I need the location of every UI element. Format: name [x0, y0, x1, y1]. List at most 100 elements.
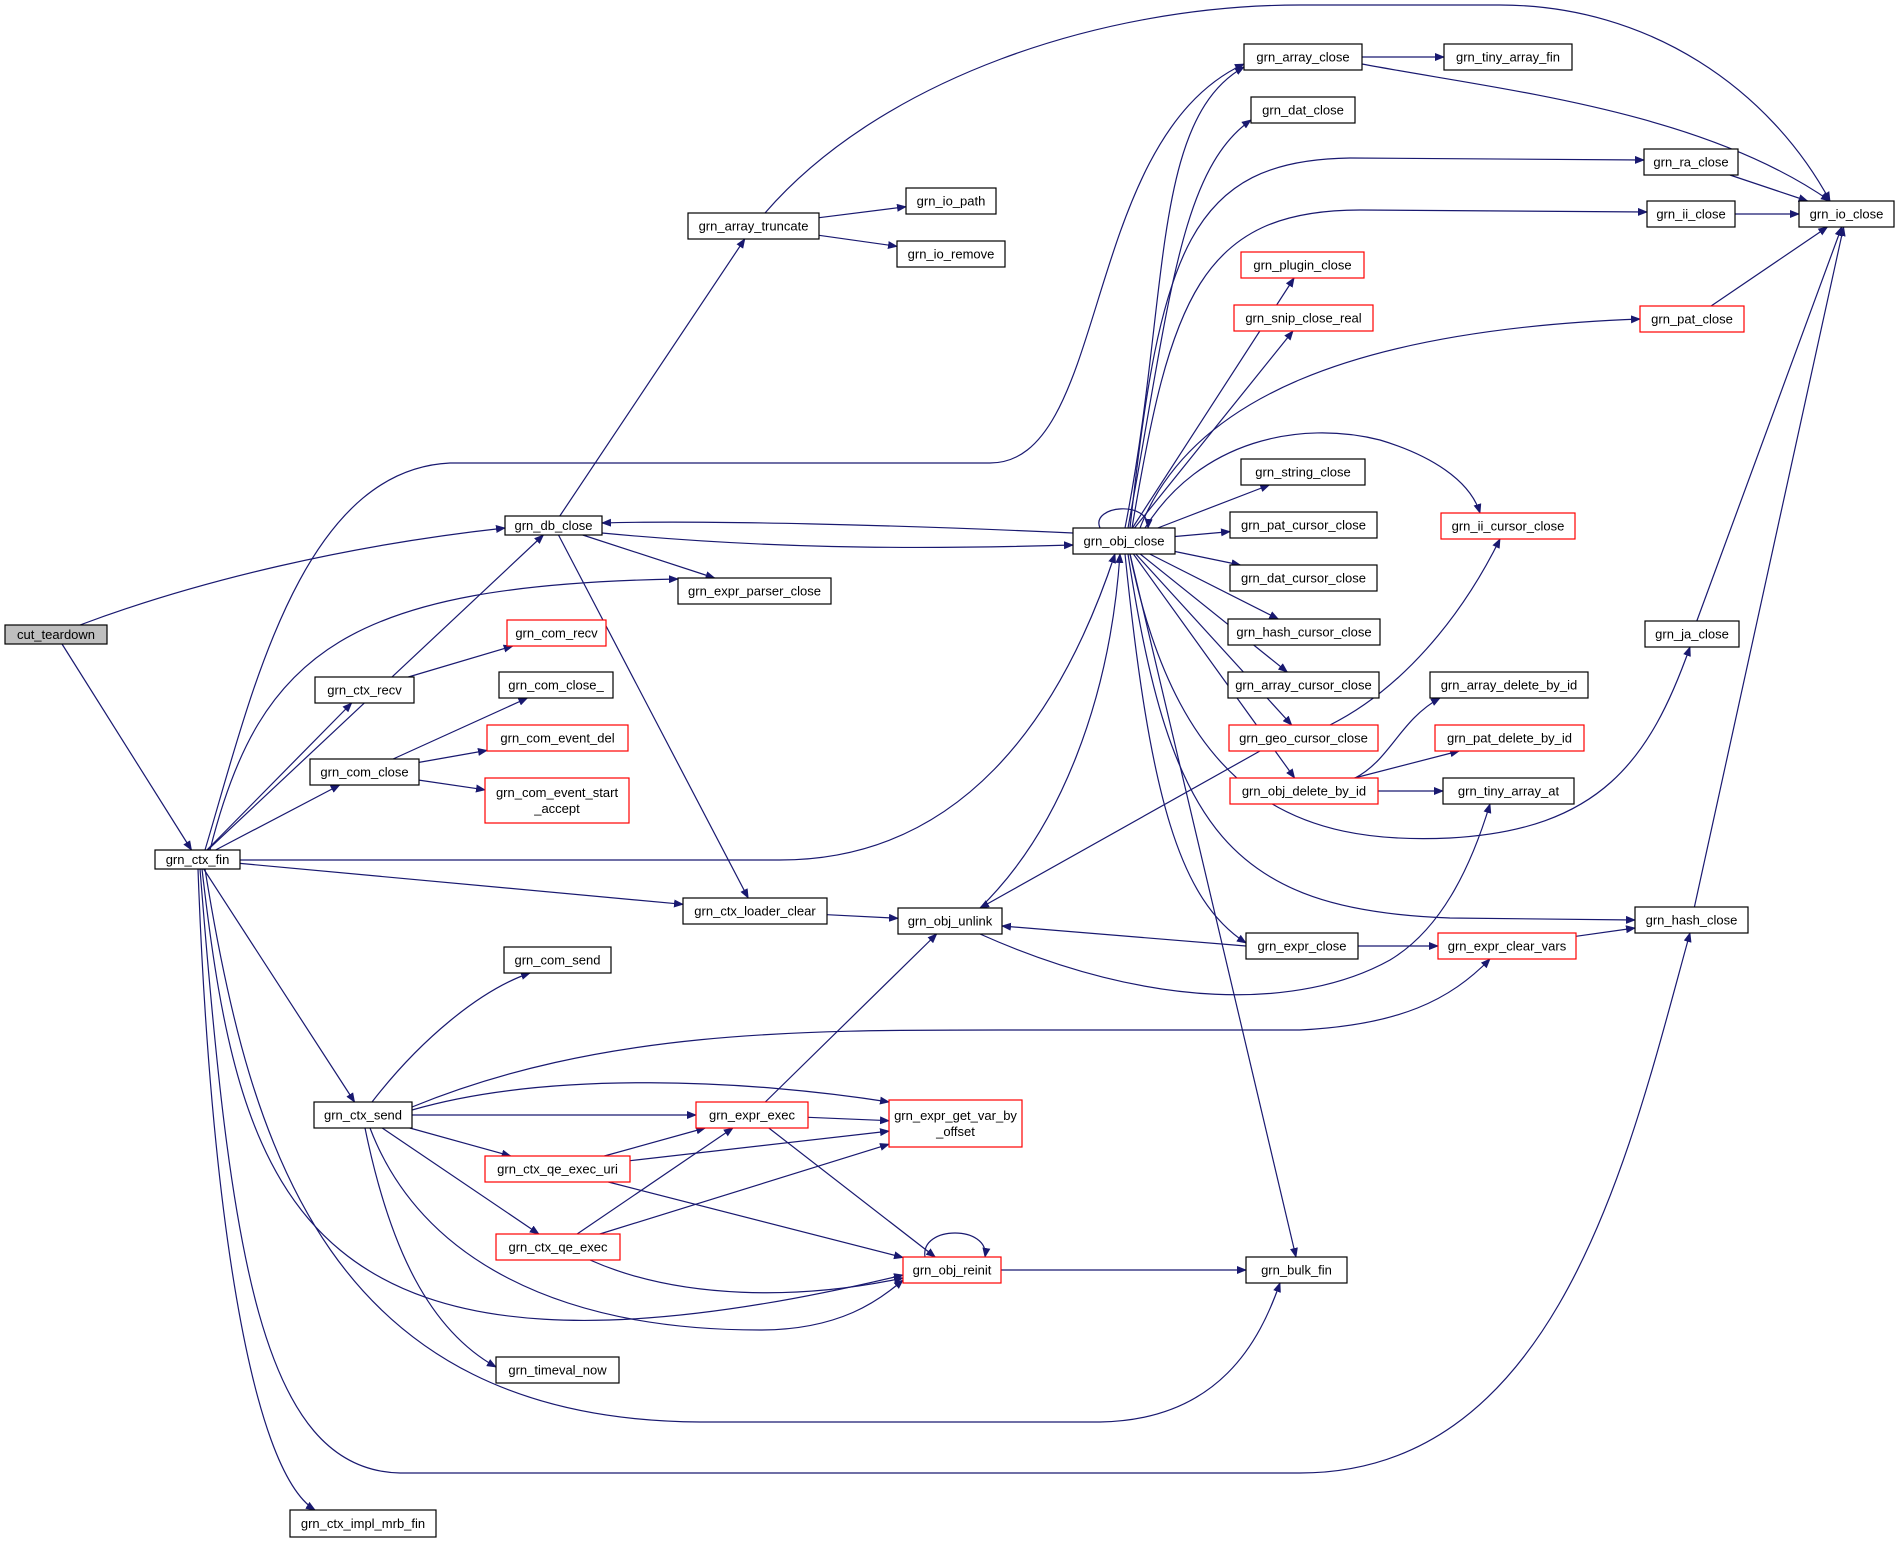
edge-grn-ra-close-to-grn-io-close — [1729, 174, 1809, 202]
edge-grn-obj-close-to-grn-string-close — [1157, 484, 1271, 529]
node-label: grn_hash_cursor_close — [1236, 625, 1371, 640]
node-box — [498, 671, 614, 699]
edge-grn-ctx-fin-to-grn-expr-parser-close — [209, 575, 679, 851]
edge-grn-db-close-to-grn-array-truncate — [559, 238, 746, 517]
edge-grn-obj-close-to-grn-ra-close — [1129, 155, 1645, 529]
node-grn-com-close[interactable]: grn_com_close — [309, 758, 420, 786]
edge-grn-ctx-send-to-grn-com-send — [371, 972, 531, 1103]
node-grn-string-close[interactable]: grn_string_close — [1240, 458, 1366, 486]
node-label: grn_com_close_ — [508, 678, 604, 693]
node-grn-com-close-[interactable]: grn_com_close_ — [498, 671, 614, 699]
node-box — [1634, 906, 1749, 934]
edge-grn-obj-close-to-grn-dat-cursor-close — [1174, 550, 1242, 568]
edge-grn-expr-exec-to-grn-obj-reinit — [768, 1127, 936, 1258]
node-grn-io-close[interactable]: grn_io_close — [1798, 200, 1895, 228]
node-label: grn_com_event_del — [500, 731, 614, 746]
node-label: grn_obj_reinit — [913, 1263, 992, 1278]
node-grn-ii-close[interactable]: grn_ii_close — [1646, 200, 1736, 228]
node-grn-array-cursor-close[interactable]: grn_array_cursor_close — [1227, 671, 1380, 699]
node-grn-ctx-send[interactable]: grn_ctx_send — [313, 1101, 413, 1129]
node-grn-ctx-qe-exec-uri[interactable]: grn_ctx_qe_exec_uri — [484, 1155, 631, 1183]
node-box — [1240, 458, 1366, 486]
node-grn-obj-close[interactable]: grn_obj_close — [1072, 527, 1176, 555]
node-grn-io-path[interactable]: grn_io_path — [905, 187, 997, 215]
node-box — [503, 946, 612, 974]
node-grn-db-close[interactable]: grn_db_close — [504, 515, 603, 536]
node-box — [1646, 200, 1736, 228]
edge-grn-obj-close-to-grn-ja-close — [1129, 553, 1691, 840]
edge-grn-ctx-qe-exec-uri-to-grn-expr-exec — [604, 1126, 707, 1157]
node-box — [1250, 96, 1356, 124]
node-grn-expr-clear-vars[interactable]: grn_expr_clear_vars — [1437, 932, 1577, 960]
node-cut-teardown[interactable]: cut_teardown — [4, 624, 108, 645]
node-grn-dat-close[interactable]: grn_dat_close — [1250, 96, 1356, 124]
node-grn-com-event-del[interactable]: grn_com_event_del — [486, 724, 629, 752]
node-grn-tiny-array-fin[interactable]: grn_tiny_array_fin — [1443, 43, 1573, 71]
edge-grn-ctx-send-to-grn-ctx-qe-exec-uri — [409, 1127, 512, 1158]
node-box — [1245, 1256, 1348, 1284]
node-grn-dat-cursor-close[interactable]: grn_dat_cursor_close — [1229, 564, 1378, 592]
edge-grn-ja-close-to-grn-io-close — [1696, 226, 1843, 622]
node-grn-expr-exec[interactable]: grn_expr_exec — [695, 1101, 809, 1129]
node-grn-pat-close[interactable]: grn_pat_close — [1639, 305, 1745, 333]
edge-grn-obj-close-to-grn-pat-close — [1139, 315, 1641, 529]
edge-grn-ctx-fin-to-grn-hash-close — [199, 868, 1692, 1474]
nodes-layer: cut_teardown grn_ctx_fin grn_db_close grn_a… — [4, 43, 1895, 1538]
node-label: grn_hash_close — [1646, 913, 1738, 928]
node-grn-ctx-qe-exec[interactable]: grn_ctx_qe_exec — [495, 1233, 621, 1261]
edge-grn-expr-clear-vars-to-grn-hash-close — [1575, 925, 1636, 937]
node-box — [1440, 512, 1576, 540]
node-grn-ctx-loader-clear[interactable]: grn_ctx_loader_clear — [682, 897, 828, 925]
edge-grn-obj-delete-by-id-to-grn-pat-delete-by-id — [1354, 749, 1461, 779]
node-grn-expr-get-var-by-offset[interactable]: grn_expr_get_var_by_offset — [888, 1099, 1023, 1148]
node-grn-com-event-start-accept[interactable]: grn_com_event_start_accept — [484, 777, 630, 824]
edge-grn-geo-cursor-close-to-grn-obj-unlink — [979, 750, 1261, 909]
node-grn-array-close[interactable]: grn_array_close — [1243, 43, 1363, 71]
edge-grn-ctx-send-to-grn-timeval-now — [364, 1127, 497, 1368]
node-label: grn_ii_cursor_close — [1452, 519, 1565, 534]
node-grn-expr-close[interactable]: grn_expr_close — [1245, 932, 1359, 960]
node-grn-pat-cursor-close[interactable]: grn_pat_cursor_close — [1229, 511, 1378, 539]
node-grn-com-send[interactable]: grn_com_send — [503, 946, 612, 974]
node-box — [1233, 304, 1374, 332]
edge-grn-ctx-fin-to-grn-ctx-send — [203, 868, 356, 1103]
node-label: grn_io_path — [917, 194, 986, 209]
edge-grn-array-close-to-grn-io-close — [1361, 63, 1831, 202]
node-grn-timeval-now[interactable]: grn_timeval_now — [495, 1356, 620, 1384]
node-box — [677, 577, 832, 605]
node-grn-ctx-impl-mrb-fin[interactable]: grn_ctx_impl_mrb_fin — [289, 1509, 437, 1538]
node-grn-snip-close-real[interactable]: grn_snip_close_real — [1233, 304, 1374, 332]
node-box — [484, 777, 630, 824]
node-grn-tiny-array-at[interactable]: grn_tiny_array_at — [1442, 777, 1575, 805]
node-grn-expr-parser-close[interactable]: grn_expr_parser_close — [677, 577, 832, 605]
node-grn-pat-delete-by-id[interactable]: grn_pat_delete_by_id — [1434, 724, 1585, 752]
node-label: grn_ja_close — [1655, 627, 1729, 642]
node-label: grn_dat_close — [1262, 103, 1344, 118]
node-grn-array-delete-by-id[interactable]: grn_array_delete_by_id — [1429, 671, 1589, 699]
node-grn-plugin-close[interactable]: grn_plugin_close — [1240, 251, 1365, 279]
edge-grn-expr-exec-to-grn-obj-unlink — [764, 933, 938, 1103]
node-grn-ra-close[interactable]: grn_ra_close — [1643, 148, 1739, 176]
node-grn-io-remove[interactable]: grn_io_remove — [896, 240, 1006, 268]
node-grn-hash-close[interactable]: grn_hash_close — [1634, 906, 1749, 934]
node-grn-obj-delete-by-id[interactable]: grn_obj_delete_by_id — [1229, 777, 1379, 805]
node-label: grn_ctx_fin — [166, 852, 230, 867]
node-box — [1644, 620, 1740, 648]
node-grn-hash-cursor-close[interactable]: grn_hash_cursor_close — [1227, 618, 1381, 646]
node-grn-bulk-fin[interactable]: grn_bulk_fin — [1245, 1256, 1348, 1284]
node-grn-com-recv[interactable]: grn_com_recv — [506, 619, 607, 647]
node-grn-geo-cursor-close[interactable]: grn_geo_cursor_close — [1228, 724, 1379, 752]
edge-grn-ctx-fin-to-grn-obj-close — [240, 553, 1116, 861]
edge-grn-ctx-qe-exec-to-grn-obj-reinit — [589, 1259, 904, 1294]
edge-grn-ctx-fin-to-grn-ctx-loader-clear — [239, 862, 684, 908]
node-grn-ctx-recv[interactable]: grn_ctx_recv — [314, 676, 415, 704]
edges-layer — [61, 4, 1846, 1511]
node-grn-array-truncate[interactable]: grn_array_truncate — [687, 212, 820, 240]
node-label: grn_io_close — [1810, 207, 1884, 222]
node-grn-obj-unlink[interactable]: grn_obj_unlink — [897, 907, 1003, 935]
edge-grn-ctx-send-to-grn-ctx-qe-exec — [381, 1127, 540, 1235]
node-grn-ii-cursor-close[interactable]: grn_ii_cursor_close — [1440, 512, 1576, 540]
node-grn-ctx-fin[interactable]: grn_ctx_fin — [154, 849, 241, 870]
node-grn-ja-close[interactable]: grn_ja_close — [1644, 620, 1740, 648]
node-grn-obj-reinit[interactable]: grn_obj_reinit — [902, 1256, 1002, 1284]
